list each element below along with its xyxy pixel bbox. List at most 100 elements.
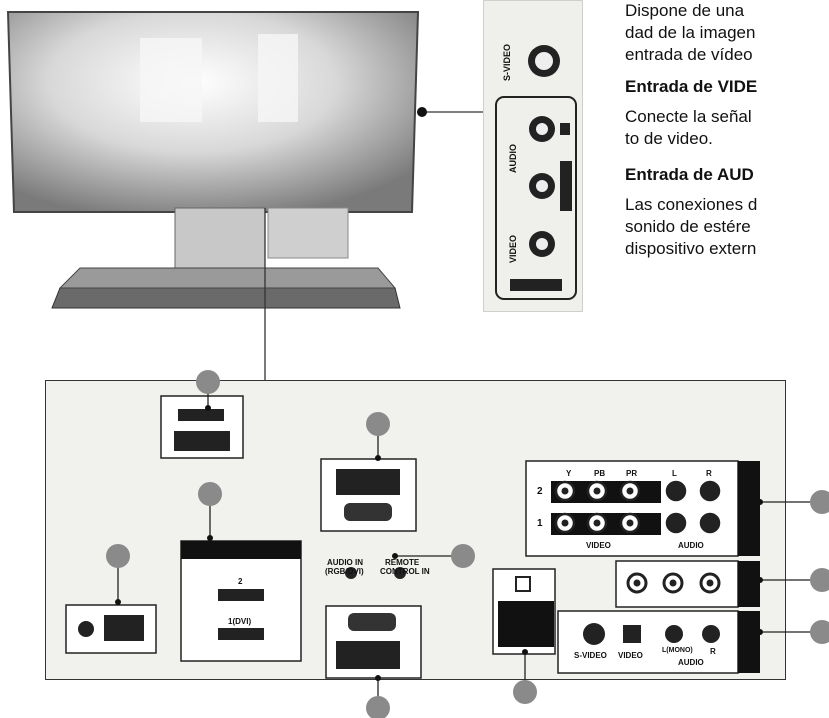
callout-marker [366,696,390,718]
video-line-1: Conecte la señal [625,107,752,126]
callout-marker [513,680,537,704]
component-jack-pin [706,519,714,527]
middle-jack-pin [633,579,641,587]
callout-end-dot [522,649,528,655]
tv-rear-illustration [6,11,483,380]
middle-jack-pin [669,579,677,587]
audio-r-marker [560,161,572,211]
video-line-2: to de video. [625,129,713,148]
intro-line-1: Dispone de una [625,1,745,20]
callout-marker [810,490,829,514]
hdmi-top-block [174,431,230,451]
side-input-panel: S-VIDEO AUDIO VIDEO [483,0,583,312]
video-jack-inner [536,238,548,250]
component-jack-pin [706,487,714,495]
callout-end-dot [392,553,398,559]
tv-body [6,11,420,213]
comp-row2-label: 2 [537,486,543,497]
audio-line-3: dispositivo extern [625,239,757,258]
av-r-label: R [710,647,716,656]
comp-col-l: L [672,469,677,478]
component-jack-pin [626,487,634,495]
intro-line-3: entrada de vídeo [625,45,753,64]
tv-vent-right [258,34,298,122]
component-jack-pin [672,519,680,527]
component-jack-pin [561,487,569,495]
audio-l-marker [560,123,570,135]
callout-dot-side [417,107,427,117]
tv-stand-neck [174,207,266,269]
audio-line-2: sonido de estére [625,217,751,236]
component-jack-pin [561,519,569,527]
hdmi2-port [218,589,264,601]
component-jack-pin [593,519,601,527]
hdmi-big-header [181,541,301,559]
av-video-label: VIDEO [618,651,643,660]
svideo-jack-inner [535,52,553,70]
av-audio-label: AUDIO [678,658,704,667]
remote-label-2: CONTROL IN [380,567,430,576]
tv-vent-left [140,38,202,122]
rgb-bottom-block [336,641,400,669]
middle-av-tab [738,561,760,607]
comp-video-label: VIDEO [586,541,611,550]
av-svideo-label: S-VIDEO [574,651,607,660]
audio-l-jack-inner [536,123,548,135]
audio-r-jack-inner [536,180,548,192]
video-marker [510,279,562,291]
comp-audio-label: AUDIO [678,541,704,550]
rgb-bottom-port [348,613,396,631]
tv-connector-area [267,207,349,259]
callout-marker [196,370,220,394]
callout-marker [810,620,829,644]
video-heading: Entrada de VIDE [625,77,758,96]
callout-end-dot [115,599,121,605]
callout-marker [106,544,130,568]
middle-jack-pin [706,579,714,587]
component-tab [738,461,760,556]
comp-row1-label: 1 [537,518,543,529]
remote-jack [394,567,406,579]
callout-end-dot [205,405,211,411]
callout-marker [810,568,829,592]
optical-port [515,576,531,592]
back-panel: AUDIO IN (RGB/DVI) REMOTE CONTROL IN 2 1… [45,380,786,680]
callout-end-dot [375,455,381,461]
component-jack-pin [672,487,680,495]
antenna-block [104,615,144,641]
av-r-jack [702,625,720,643]
optical-block [498,601,554,647]
component-jack-pin [626,519,634,527]
av-svideo-jack [583,623,605,645]
component-box [525,460,739,557]
hdmi-top-port [178,409,224,421]
back-panel-art [65,395,760,679]
av-video-jack [623,625,641,643]
hdmi1-port [218,628,264,640]
rgb-top-block [336,469,400,495]
component-jack-pin [593,487,601,495]
intro-line-2: dad de la imagen [625,23,756,42]
av-bottom-tab [738,611,760,673]
side-panel-art [495,45,577,300]
av-l-jack [665,625,683,643]
comp-col-r: R [706,469,712,478]
av-l-label: L(MONO) [662,647,693,654]
callout-end-dot [375,675,381,681]
tv-stand-top [58,267,397,289]
audio-in-label-1: AUDIO IN [327,558,363,567]
audio-line-1: Las conexiones d [625,195,758,214]
comp-col-pb: PB [594,469,606,478]
av-group-frame [495,96,577,300]
hdmi2-label: 2 [238,577,243,586]
audio-heading: Entrada de AUD [625,165,754,184]
hdmi1-label: 1(DVI) [228,617,252,626]
callout-end-dot [757,499,763,505]
callout-marker [366,412,390,436]
callout-marker [198,482,222,506]
comp-col-y: Y [566,469,572,478]
callout-marker [451,544,475,568]
antenna-jack [78,621,94,637]
callout-end-dot [207,535,213,541]
